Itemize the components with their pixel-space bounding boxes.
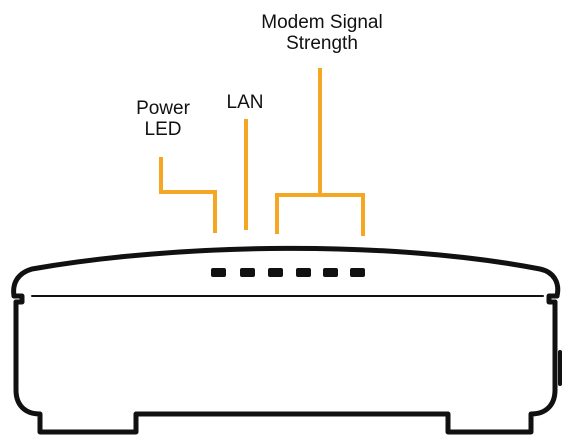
indicator-light-4 bbox=[296, 268, 311, 277]
modem-signal-callout-bracket bbox=[275, 193, 365, 236]
power-led-label-line2: LED bbox=[144, 119, 182, 140]
router-lower-body bbox=[13, 299, 558, 435]
router-left-notch bbox=[11, 293, 25, 305]
router-body bbox=[11, 245, 562, 435]
power-led-label: Power LED bbox=[118, 98, 208, 140]
indicator-light-2 bbox=[240, 268, 255, 277]
modem-signal-strength-label: Modem Signal Strength bbox=[232, 12, 412, 54]
router-right-notch bbox=[546, 293, 560, 305]
indicator-light-3 bbox=[268, 268, 283, 277]
power-led-label-line1: Power bbox=[136, 98, 190, 119]
indicator-lights bbox=[211, 268, 365, 277]
router-top-shell bbox=[11, 245, 561, 299]
modem-signal-label-line2: Strength bbox=[286, 33, 358, 54]
lan-label: LAN bbox=[210, 92, 280, 113]
callout-lines bbox=[159, 68, 365, 236]
lan-label-text: LAN bbox=[226, 92, 264, 113]
power-led-callout-line bbox=[159, 157, 217, 233]
indicator-light-1 bbox=[211, 268, 226, 277]
indicator-light-5 bbox=[323, 268, 338, 277]
modem-signal-label-line1: Modem Signal bbox=[261, 12, 383, 33]
indicator-light-6 bbox=[350, 268, 365, 277]
